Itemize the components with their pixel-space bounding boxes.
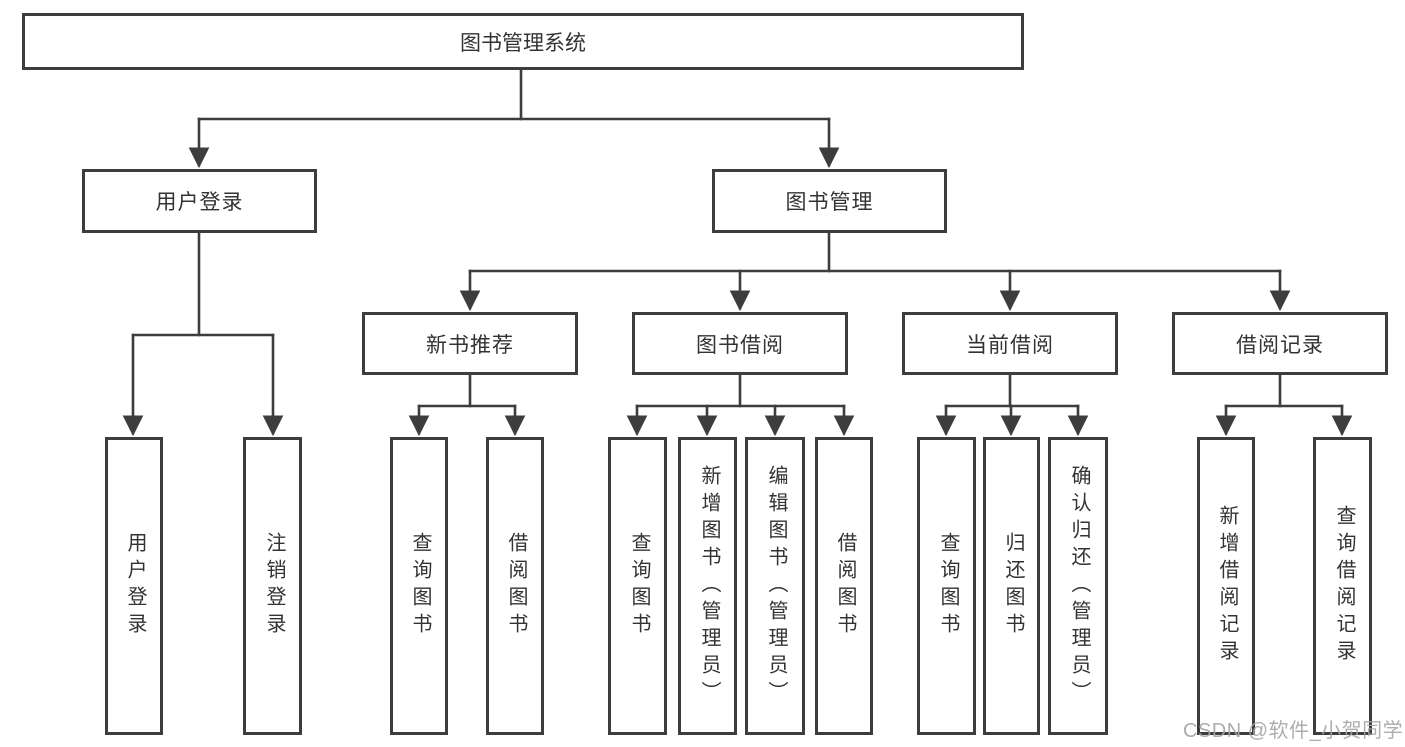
- leaf-borrow-books-borrowing: 借阅图书: [815, 437, 873, 735]
- node-current-borrowing: 当前借阅: [902, 312, 1118, 375]
- leaf-logout-label: 注销登录: [263, 532, 285, 640]
- csdn-watermark: CSDN @软件_小贺同学: [1183, 720, 1404, 742]
- node-book-borrowing: 图书借阅: [632, 312, 848, 375]
- leaf-borrow-books-borrowing-label: 借阅图书: [834, 532, 856, 640]
- leaf-add-borrow-record: 新增借阅记录: [1197, 437, 1255, 735]
- leaf-user-login-label: 用户登录: [124, 532, 146, 640]
- node-current-borrowing-label: 当前借阅: [966, 333, 1054, 357]
- leaf-query-books-recommend: 查询图书: [390, 437, 448, 735]
- node-new-book-recommend-label: 新书推荐: [426, 333, 514, 357]
- leaf-user-login: 用户登录: [105, 437, 163, 735]
- leaf-confirm-return-admin-label: 确认归还（管理员）: [1068, 464, 1090, 708]
- leaf-query-books-borrowing-label: 查询图书: [628, 532, 650, 640]
- leaf-confirm-return-admin: 确认归还（管理员）: [1048, 437, 1108, 735]
- leaf-query-books-borrowing: 查询图书: [608, 437, 667, 735]
- node-new-book-recommend: 新书推荐: [362, 312, 578, 375]
- leaf-add-books-admin-label: 新增图书（管理员）: [698, 464, 720, 708]
- node-book-management-label: 图书管理: [785, 191, 874, 214]
- node-book-borrowing-label: 图书借阅: [696, 333, 784, 357]
- leaf-query-books-current: 查询图书: [917, 437, 976, 735]
- leaf-return-books-label: 归还图书: [1002, 532, 1024, 640]
- leaf-query-borrow-record-label: 查询借阅记录: [1333, 505, 1355, 667]
- node-borrowing-records-label: 借阅记录: [1236, 333, 1324, 357]
- node-book-management: 图书管理: [712, 169, 947, 233]
- node-borrowing-records: 借阅记录: [1172, 312, 1388, 375]
- leaf-edit-books-admin: 编辑图书（管理员）: [745, 437, 805, 735]
- node-library-system-label: 图书管理系统: [460, 31, 586, 55]
- leaf-borrow-books-recommend: 借阅图书: [486, 437, 544, 735]
- leaf-edit-books-admin-label: 编辑图书（管理员）: [765, 464, 787, 708]
- leaf-query-borrow-record: 查询借阅记录: [1313, 437, 1372, 735]
- node-library-system: 图书管理系统: [22, 13, 1024, 70]
- node-user-login: 用户登录: [82, 169, 317, 233]
- leaf-add-borrow-record-label: 新增借阅记录: [1216, 505, 1238, 667]
- leaf-query-books-recommend-label: 查询图书: [409, 532, 431, 640]
- leaf-return-books: 归还图书: [983, 437, 1040, 735]
- node-user-login-label: 用户登录: [155, 191, 244, 214]
- leaf-logout: 注销登录: [243, 437, 302, 735]
- leaf-query-books-current-label: 查询图书: [937, 532, 959, 640]
- leaf-add-books-admin: 新增图书（管理员）: [678, 437, 737, 735]
- leaf-borrow-books-recommend-label: 借阅图书: [505, 532, 527, 640]
